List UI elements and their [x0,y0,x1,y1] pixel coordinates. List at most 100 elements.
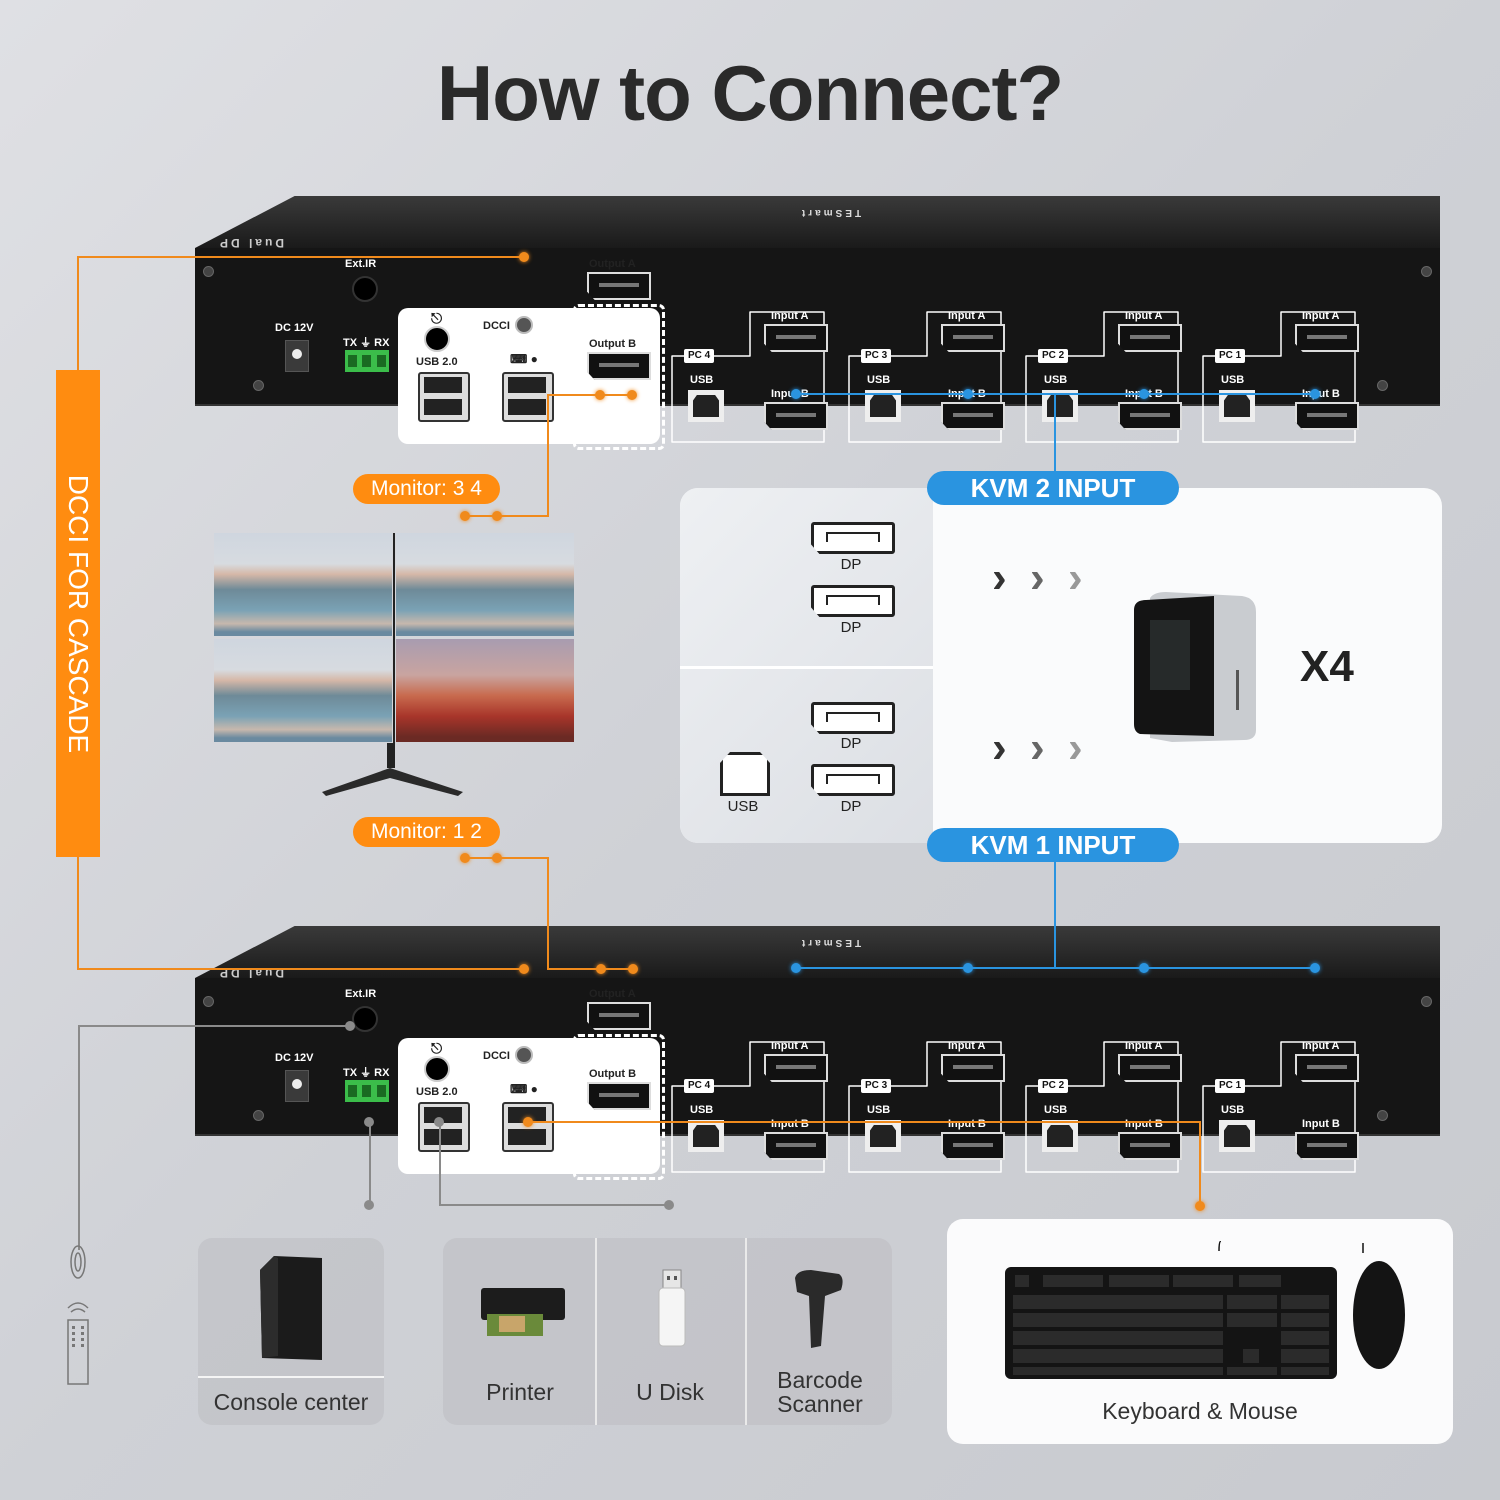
usb-b-port[interactable] [1042,1120,1078,1152]
input-b-port[interactable] [1118,1132,1182,1160]
connector-dot [519,964,529,974]
chevron-right-icon: › [1030,553,1045,602]
keyboard-mouse-usb-ports[interactable] [502,372,554,422]
input-b-port[interactable] [764,402,828,430]
usb20-ports[interactable] [418,372,470,422]
input-a-port[interactable] [1295,1054,1359,1082]
pc-group-2: PC 2 USB Input A Input B [1022,1038,1182,1174]
input-b-port[interactable] [941,402,1005,430]
monitor-stand-base [322,768,463,796]
multiplier-label: X4 [1300,642,1354,691]
keyboard-mouse-icon [1005,1241,1405,1379]
screw-icon [253,380,264,391]
input-b-port[interactable] [1118,402,1182,430]
output-b-label: Output B [589,1068,637,1080]
output-a-port[interactable] [587,1002,651,1030]
screw-icon [1377,1110,1388,1121]
divider [198,1376,384,1378]
rs232-label: TX ⏚ RX [343,1067,390,1079]
monitor-line [548,394,633,396]
dcci-label: DCCI [483,320,510,332]
chevron-right-icon: › [992,553,1007,602]
usb-b-port[interactable] [865,390,901,422]
usb-label: USB [727,798,759,815]
keyboard-mouse-label: Keyboard & Mouse [1102,1398,1298,1424]
pc-tag: PC 1 [1215,349,1246,363]
kvm-unit-top: TESmart Dual DP Ext.IR DC 12V TX ⏚ RX ⎋ … [195,196,1440,450]
ext-ir-label: Ext.IR [345,988,377,1000]
input-a-port[interactable] [941,324,1005,352]
cascade-label: DCCI FOR CASCADE [63,474,94,753]
pc-group-1: PC 1 USB Input A Input B [1199,308,1359,444]
usb-b-port[interactable] [865,1120,901,1152]
rs232-terminal[interactable] [345,1080,389,1102]
input-b-label: Input B [1302,1118,1340,1130]
output-b-port[interactable] [587,1082,651,1110]
usb20-label: USB 2.0 [416,356,458,368]
dcci-port[interactable] [515,1046,533,1064]
input-b-label: Input B [1125,1118,1163,1130]
input-a-port[interactable] [764,324,828,352]
output-a-label: Output A [589,988,636,1000]
input-a-port[interactable] [1118,324,1182,352]
pc-tag: PC 3 [861,349,892,363]
connector-dot [434,1117,444,1127]
usb-b-port[interactable] [688,1120,724,1152]
input-b-port[interactable] [1295,402,1359,430]
usb-b-port[interactable] [1042,390,1078,422]
input-a-port[interactable] [1295,324,1359,352]
dp-label: DP [840,619,862,636]
audio-port[interactable] [424,1056,450,1082]
keyboard-mouse-usb-ports[interactable] [502,1102,554,1152]
monitor-line [547,857,549,969]
divider [595,1238,597,1425]
connector-dot [963,389,973,399]
usb-label: USB [1221,1104,1245,1116]
output-b-port[interactable] [587,352,651,380]
ir-remote-icon [67,1245,89,1385]
dcci-port[interactable] [515,316,533,334]
usb-label: USB [690,1104,714,1116]
usb-drive-icon [658,1269,686,1347]
connector-dot [519,252,529,262]
input-a-port[interactable] [1118,1054,1182,1082]
monitor-line [547,968,633,970]
usb-b-port[interactable] [1219,1120,1255,1152]
pc-tag: PC 3 [861,1079,892,1093]
screw-icon [1421,266,1432,277]
usb-b-port[interactable] [688,390,724,422]
chevron-right-icon: › [1068,723,1083,772]
input-a-label: Input A [771,1040,809,1052]
input-a-label: Input A [948,1040,986,1052]
usb-b-port[interactable] [1219,390,1255,422]
ext-ir-port[interactable] [352,276,378,302]
rs232-terminal[interactable] [345,350,389,372]
dc-label: DC 12V [275,322,314,334]
ext-ir-port[interactable] [352,1006,378,1032]
desktop-pc-icon [260,1256,322,1360]
input-a-label: Input A [1125,310,1163,322]
ir-line [78,1025,350,1027]
input-b-port[interactable] [764,1132,828,1160]
displayport-icon [811,522,895,554]
usb20-label: USB 2.0 [416,1086,458,1098]
chevron-right-icon: › [992,723,1007,772]
ir-line [78,1025,80,1250]
usb20-ports[interactable] [418,1102,470,1152]
audio-port[interactable] [424,326,450,352]
pc-tag: PC 4 [684,349,715,363]
connector-dot [1139,389,1149,399]
input-b-port[interactable] [941,1132,1005,1160]
input-a-port[interactable] [764,1054,828,1082]
output-a-port[interactable] [587,272,651,300]
keyboard-mouse-icons: ⌨ ● [510,352,538,366]
kvm-rear-panel: Ext.IR DC 12V TX ⏚ RX ⎋ DCCI USB 2.0 ⌨ ●… [195,978,1440,1180]
cascade-line [77,256,525,258]
keyboard-mouse-line [528,1121,1200,1123]
output-ports-frame [573,304,665,450]
input-a-port[interactable] [941,1054,1005,1082]
input-b-port[interactable] [1295,1132,1359,1160]
dc-power-port[interactable] [285,340,309,372]
output-b-label: Output B [589,338,637,350]
dc-power-port[interactable] [285,1070,309,1102]
